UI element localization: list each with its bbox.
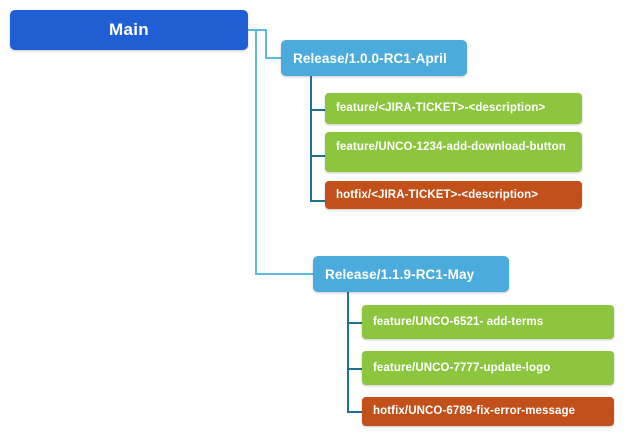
connector-main-stub-horizontal [248,29,257,31]
node-release-1[interactable]: Release/1.0.0-RC1-April [281,40,467,76]
connector-release2-child1-horizontal [347,322,363,324]
node-release-1-label: Release/1.0.0-RC1-April [293,50,447,66]
node-main-label: Main [109,20,149,39]
node-release-2[interactable]: Release/1.1.9-RC1-May [313,256,509,292]
connector-release2-trunk-vertical [347,292,349,413]
connector-release1-trunk-vertical [310,76,312,202]
connector-release1-child3-horizontal [310,200,326,202]
node-feature-jira-ticket-template[interactable]: feature/<JIRA-TICKET>-<description> [325,93,582,124]
node-hotfix-jira-ticket-template[interactable]: hotfix/<JIRA-TICKET>-<description> [325,181,582,209]
connector-release1-child2-horizontal [310,155,326,157]
connector-main-to-release1-horizontal [265,57,281,59]
node-hotfix-jira-ticket-template-label: hotfix/<JIRA-TICKET>-<description> [336,188,539,201]
connector-release2-child3-horizontal [347,411,363,413]
node-feature-jira-ticket-template-label: feature/<JIRA-TICKET>-<description> [336,102,546,114]
node-feature-unco-6521-label: feature/UNCO-6521- add-terms [373,315,544,328]
node-feature-unco-7777[interactable]: feature/UNCO-7777-update-logo [362,351,614,385]
node-hotfix-unco-6789[interactable]: hotfix/UNCO-6789-fix-error-message [362,397,614,426]
connector-main-trunk-vertical [255,29,257,274]
connector-main-to-release1-vertical [265,29,267,58]
node-feature-unco-6521[interactable]: feature/UNCO-6521- add-terms [362,305,614,339]
connector-release1-child1-horizontal [310,109,326,111]
node-release-2-label: Release/1.1.9-RC1-May [325,266,475,282]
node-main[interactable]: Main [10,10,248,50]
node-feature-unco-1234[interactable]: feature/UNCO-1234-add-download-button [325,132,582,172]
connector-release2-child2-horizontal [347,368,363,370]
connector-main-to-release1-top [255,29,267,31]
node-feature-unco-7777-label: feature/UNCO-7777-update-logo [373,361,551,374]
node-hotfix-unco-6789-label: hotfix/UNCO-6789-fix-error-message [373,405,576,417]
node-feature-unco-1234-label: feature/UNCO-1234-add-download-button [336,141,566,153]
connector-main-to-release2-horizontal [255,273,315,275]
